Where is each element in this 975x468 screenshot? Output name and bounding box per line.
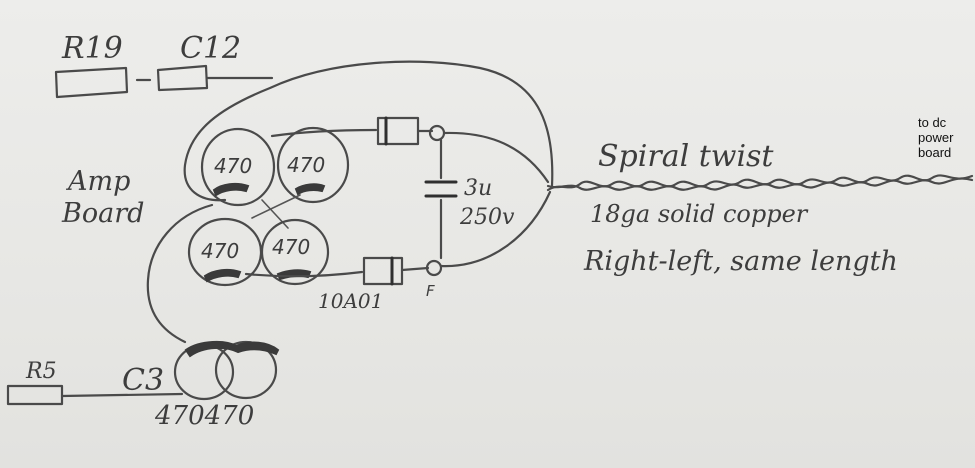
- c3-label: C3: [122, 363, 164, 398]
- spiral-twist-wire-b: [546, 174, 974, 192]
- top-diode-body: [376, 116, 420, 146]
- top-node: [428, 124, 446, 142]
- r5-lead: [60, 392, 184, 398]
- amp-label: Amp: [65, 166, 130, 197]
- c12-label: C12: [180, 31, 241, 66]
- bottom-node: [425, 259, 443, 277]
- cap-bottom-right-value: 470: [272, 235, 310, 259]
- capacitor-top-left: [200, 127, 276, 207]
- node-f-label: F: [426, 282, 435, 300]
- bottom-diode-body: [362, 256, 404, 286]
- top-node-to-twist: [442, 131, 550, 184]
- wire-gauge-label: 18ga solid copper: [590, 200, 809, 228]
- film-cap-value: 3u: [464, 176, 492, 201]
- dc-label-line3: board: [918, 145, 951, 160]
- cap-bottom-right-stripe: [276, 269, 312, 281]
- cross-wire-a: [261, 199, 289, 229]
- dc-label-line1: to dc: [918, 115, 947, 130]
- diode-label: 10A01: [318, 289, 383, 313]
- dc-label-line2: power: [918, 130, 954, 145]
- c12-capacitor: [156, 64, 209, 92]
- cap-top-right-value: 470: [287, 153, 325, 177]
- spiral-twist-wire-a: [546, 177, 974, 191]
- bottom-diode-lead: [400, 266, 430, 272]
- capacitor-bottom-right: [260, 218, 330, 286]
- bottom-node-to-twist: [439, 190, 552, 268]
- top-cap-wire: [270, 128, 378, 138]
- r19-label: R19: [61, 31, 123, 66]
- routing-note: Right-left, same length: [583, 246, 898, 277]
- cap-bottom-left-stripe: [203, 268, 242, 283]
- capacitor-c3-left: [173, 343, 235, 401]
- r19-resistor: [54, 66, 129, 99]
- capacitor-top-right: [276, 126, 350, 204]
- r5-label: R5: [25, 359, 57, 384]
- film-cap-voltage: 250v: [459, 205, 515, 230]
- cap-top-left-stripe: [212, 182, 250, 197]
- cap-bottom-left-value: 470: [201, 239, 239, 263]
- bottom-cap-wire: [244, 270, 364, 278]
- r5-resistor: [6, 384, 64, 406]
- c3-stripes: [184, 340, 280, 358]
- board-label: Board: [61, 198, 144, 229]
- cap-top-right-stripe: [294, 183, 326, 196]
- capacitor-c3-right: [214, 340, 278, 400]
- cross-wire-b: [251, 194, 301, 219]
- left-loop-wire: [146, 203, 214, 344]
- outer-loop-wire: [183, 60, 554, 202]
- spiral-twist-label: Spiral twist: [598, 139, 774, 174]
- c3-values-label: 470470: [154, 401, 254, 431]
- cap-top-left-value: 470: [214, 154, 252, 178]
